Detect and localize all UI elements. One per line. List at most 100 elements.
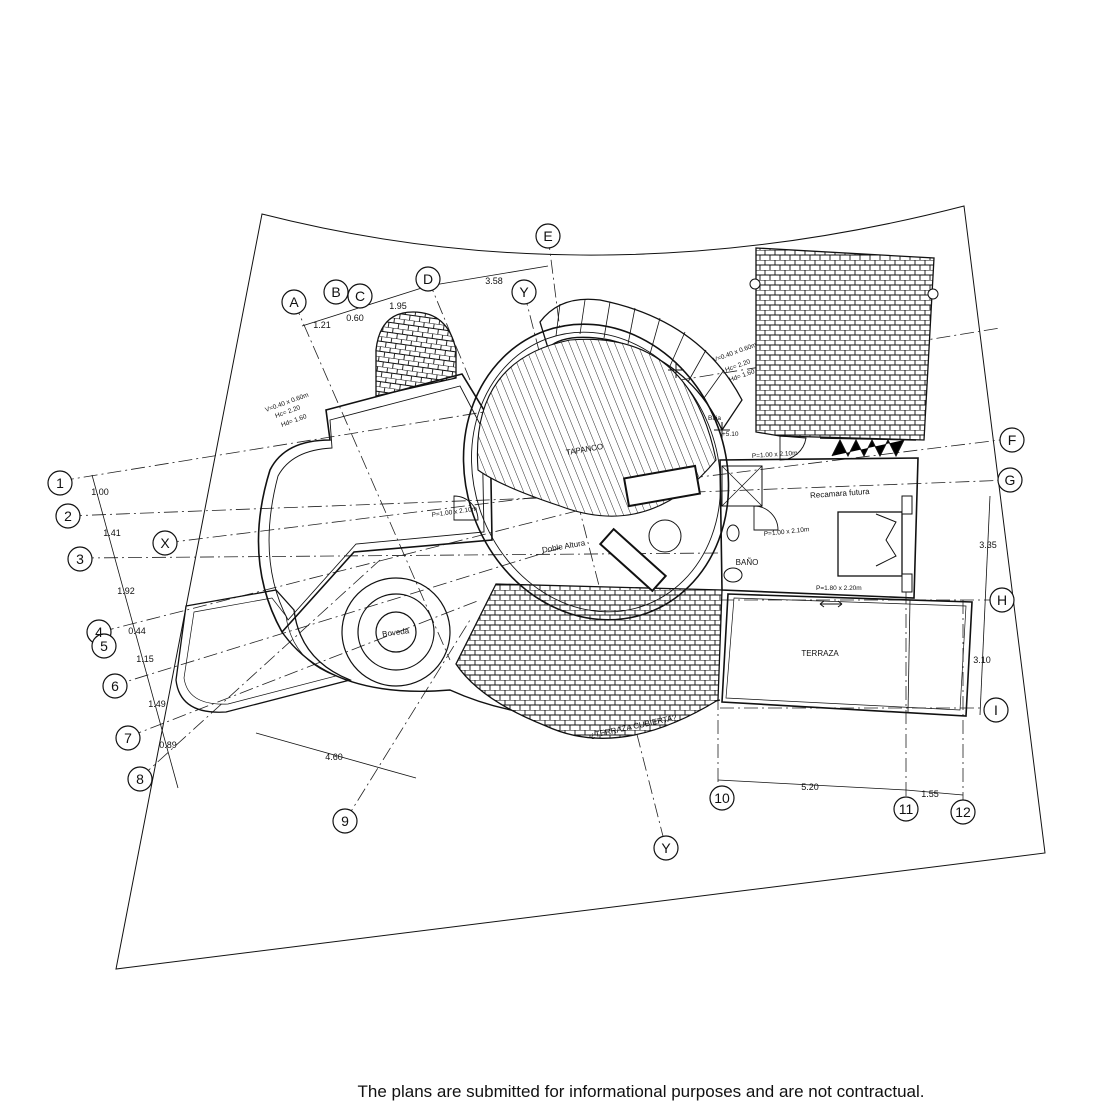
room-bano: BAÑO — [736, 558, 759, 567]
grid-bubble-8 — [127, 766, 153, 792]
grid-label-6: 6 — [111, 678, 119, 694]
dim-192: 1.92 — [117, 586, 135, 596]
grid-bubble-7 — [115, 725, 141, 751]
grid-label-2: 2 — [64, 508, 72, 524]
terraza-outline — [721, 593, 973, 717]
grid-bubble-1 — [47, 470, 73, 496]
grid-label-h: H — [997, 592, 1007, 608]
dimension-texts: 1.21 0.60 1.95 3.58 1.00 1.41 1.92 0.44 … — [91, 276, 997, 799]
boveda-dome — [341, 577, 451, 687]
grid-bubble-c — [347, 283, 373, 309]
left-wing-outline — [257, 373, 493, 634]
sink — [726, 524, 740, 542]
lower-terrace-curve — [175, 589, 353, 713]
grid-label-8: 8 — [136, 771, 144, 787]
grid-bubble-5 — [91, 633, 117, 659]
grid-bubble-x — [152, 530, 178, 556]
bedroom-closet-wall — [819, 437, 917, 441]
note-window-right-1: V=0.40 x 0.60m — [712, 342, 757, 364]
shower — [721, 465, 763, 507]
grid-bubble-d — [415, 266, 441, 292]
note-door-terrace: P=1.80 x 2.20m — [816, 585, 862, 592]
grid-bubble-2 — [55, 503, 81, 529]
grid-bubble-6 — [102, 673, 128, 699]
note-baja: Baja — [708, 415, 721, 422]
grid-label-g: G — [1005, 472, 1016, 488]
grid-label-10: 10 — [714, 790, 730, 806]
lot-boundary — [115, 205, 1046, 970]
grid-bubble-g — [997, 467, 1023, 493]
room-terraza: TERRAZA — [801, 649, 839, 658]
grid-label-x: X — [160, 535, 170, 551]
grid-label-3: 3 — [76, 551, 84, 567]
toilet — [723, 567, 743, 583]
right-roof-tiles — [755, 247, 935, 441]
bed-pillows — [875, 513, 897, 567]
dim-335: 3.35 — [979, 540, 997, 550]
grid-label-f: F — [1008, 432, 1017, 448]
dim-358: 3.58 — [485, 276, 503, 286]
note-door-top: P=1.00 x 2.10m — [752, 450, 798, 460]
stair-steps — [555, 299, 725, 399]
grid-label-d: D — [423, 271, 433, 287]
grid-bubble-a — [281, 289, 307, 315]
sliding-door-arrow — [819, 600, 843, 608]
grid-bubble-b — [323, 279, 349, 305]
level-marker — [714, 422, 730, 438]
stair-block — [622, 464, 702, 508]
level-marker-2 — [668, 362, 684, 378]
note-level: +5.10 — [722, 431, 739, 438]
grid-label-y-top: Y — [519, 284, 529, 300]
lower-terrace-inner — [183, 597, 338, 705]
grid-bubble-11 — [893, 796, 919, 822]
disclaimer-text: The plans are submitted for informationa… — [357, 1082, 925, 1101]
grid-label-b: B — [331, 284, 340, 300]
grid-label-9: 9 — [341, 813, 349, 829]
grid-label-11: 11 — [899, 801, 914, 817]
nightstand-b — [901, 573, 913, 593]
grid-bubble-3 — [67, 546, 93, 572]
room-recamara: Recamara futura — [810, 487, 871, 500]
grid-label-7: 7 — [124, 730, 132, 746]
grid-bubble-10 — [709, 785, 735, 811]
room-doble-altura: Doble Altura — [541, 538, 586, 555]
terraza-inner — [725, 597, 967, 711]
terraza-divider — [907, 599, 911, 713]
bedroom-walls — [719, 457, 919, 599]
dim-141: 1.41 — [103, 528, 121, 538]
door-swing-left — [453, 495, 479, 521]
closet-hangers — [831, 438, 905, 458]
roof-marker-right — [927, 288, 939, 300]
roof-marker-left — [749, 278, 761, 290]
grid-bubble-i — [983, 697, 1009, 723]
door-swing-bath — [753, 505, 779, 531]
dim-155: 1.55 — [921, 789, 939, 799]
grid-label-c: C — [355, 288, 365, 304]
tapanco-ellipse-inner — [471, 331, 721, 613]
bed — [837, 511, 903, 577]
nightstand-a — [901, 495, 913, 515]
grid-bubble-y-top — [511, 279, 537, 305]
grid-bubble-labels: A B C D E Y F G H I X 1 2 3 4 5 6 7 8 9 … — [56, 228, 1016, 856]
grid-label-e: E — [543, 228, 552, 244]
grid-label-1: 1 — [56, 475, 64, 491]
tapanco-ellipse-outer — [462, 323, 730, 621]
dim-121: 1.21 — [313, 320, 331, 330]
dim-149: 1.49 — [148, 699, 166, 709]
room-boveda: Boveda — [382, 626, 411, 639]
dim-060: 0.60 — [346, 313, 364, 323]
dim-044: 0.44 — [128, 626, 146, 636]
door-swing-top — [779, 435, 807, 461]
grid-bubble-f — [999, 427, 1025, 453]
grid-label-4: 4 — [95, 624, 103, 640]
dim-115: 1.15 — [136, 654, 154, 664]
dim-195: 1.95 — [389, 301, 407, 311]
note-door-bath: P=1.00 x 2.10m — [763, 526, 809, 538]
grid-bubble-12 — [950, 799, 976, 825]
shower-diag-2 — [721, 465, 763, 507]
spiral-stair — [539, 298, 743, 432]
sofa — [598, 527, 668, 593]
dim-460: 4.60 — [325, 752, 343, 762]
grid-bubbles — [47, 223, 1025, 861]
domed-tower — [375, 311, 457, 397]
